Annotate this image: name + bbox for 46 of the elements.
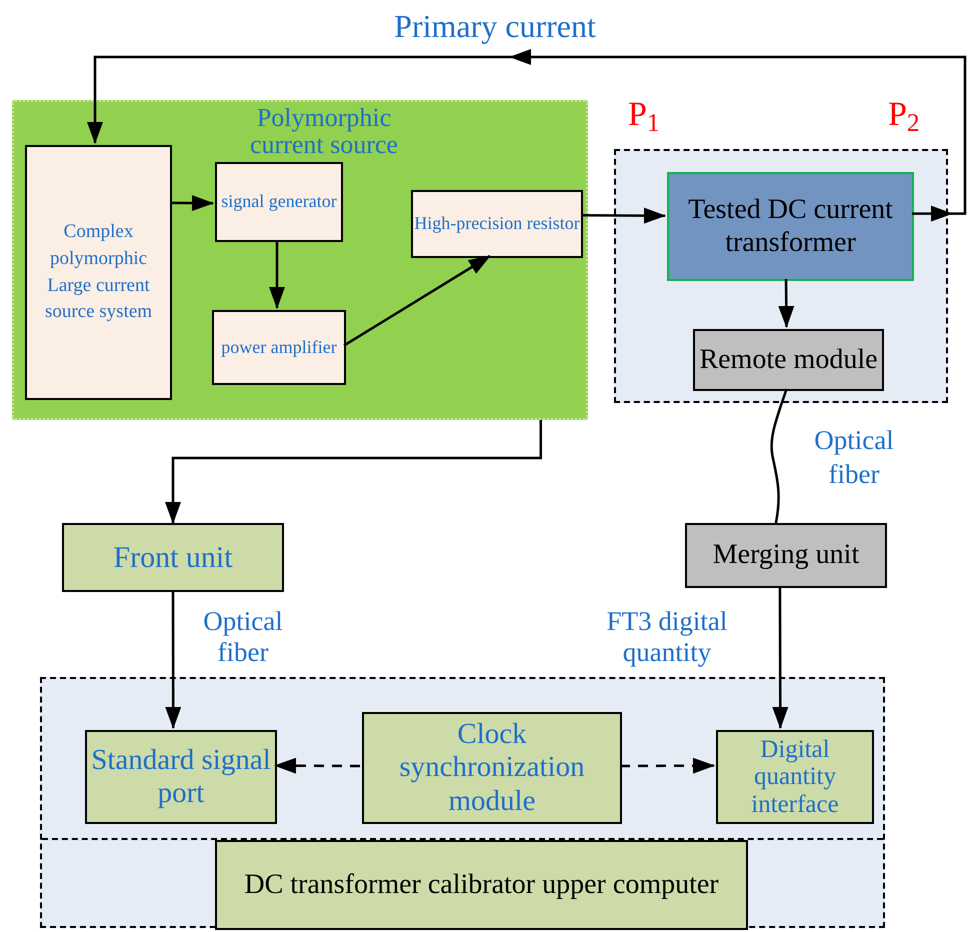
port-label: P$_{1}$ bbox=[628, 98, 660, 132]
edge-label: Optical fiber bbox=[202, 606, 284, 668]
box-label: Merging unit bbox=[712, 540, 860, 571]
box-label: signal generator bbox=[221, 190, 337, 214]
arrow bbox=[581, 208, 666, 224]
box-label: Tested DC current transformer bbox=[687, 194, 894, 259]
box-label: DC transformer calibrator upper computer bbox=[244, 868, 719, 902]
arrow bbox=[87, 49, 966, 222]
process-box bbox=[667, 172, 914, 281]
process-box bbox=[212, 310, 346, 385]
arrow bbox=[778, 278, 794, 328]
edge-label: Optical fiber bbox=[813, 424, 895, 491]
process-box bbox=[215, 840, 748, 930]
process-box bbox=[85, 730, 277, 824]
arrow bbox=[274, 758, 360, 774]
edge-label: Primary current bbox=[393, 7, 597, 46]
box-label: Standard signal port bbox=[90, 744, 272, 810]
dashed-group-box bbox=[614, 149, 948, 403]
wavy-connector bbox=[770, 388, 788, 524]
arrow bbox=[165, 420, 542, 524]
box-label: Remote module bbox=[699, 345, 878, 375]
process-box bbox=[693, 329, 884, 391]
port-label: P$_{2}$ bbox=[888, 98, 920, 132]
box-label: Clock synchronization module bbox=[398, 718, 586, 818]
dashed-group-box bbox=[40, 677, 885, 928]
process-box bbox=[215, 162, 343, 242]
process-box bbox=[25, 145, 172, 400]
box-label: Digital quantity interface bbox=[750, 736, 840, 818]
process-box bbox=[362, 712, 622, 824]
box-label: Complex polymorphic Large current source system bbox=[44, 220, 154, 324]
box-label: High-precision resistor bbox=[414, 212, 580, 236]
arrow bbox=[165, 592, 182, 729]
process-box bbox=[62, 523, 284, 592]
process-box bbox=[411, 190, 583, 258]
edge-label: FT3 digital quantity bbox=[606, 606, 728, 668]
arrow bbox=[343, 254, 491, 347]
process-box bbox=[685, 523, 887, 588]
arrow bbox=[772, 588, 788, 729]
box-label: Front unit bbox=[113, 540, 233, 576]
arrow bbox=[170, 195, 214, 212]
group-panel bbox=[12, 100, 588, 420]
arrow bbox=[620, 758, 715, 774]
arrow bbox=[269, 240, 285, 309]
box-label: power amplifier bbox=[221, 336, 337, 359]
group-heading: Polymorphic current source bbox=[249, 104, 399, 159]
process-box bbox=[716, 730, 874, 824]
